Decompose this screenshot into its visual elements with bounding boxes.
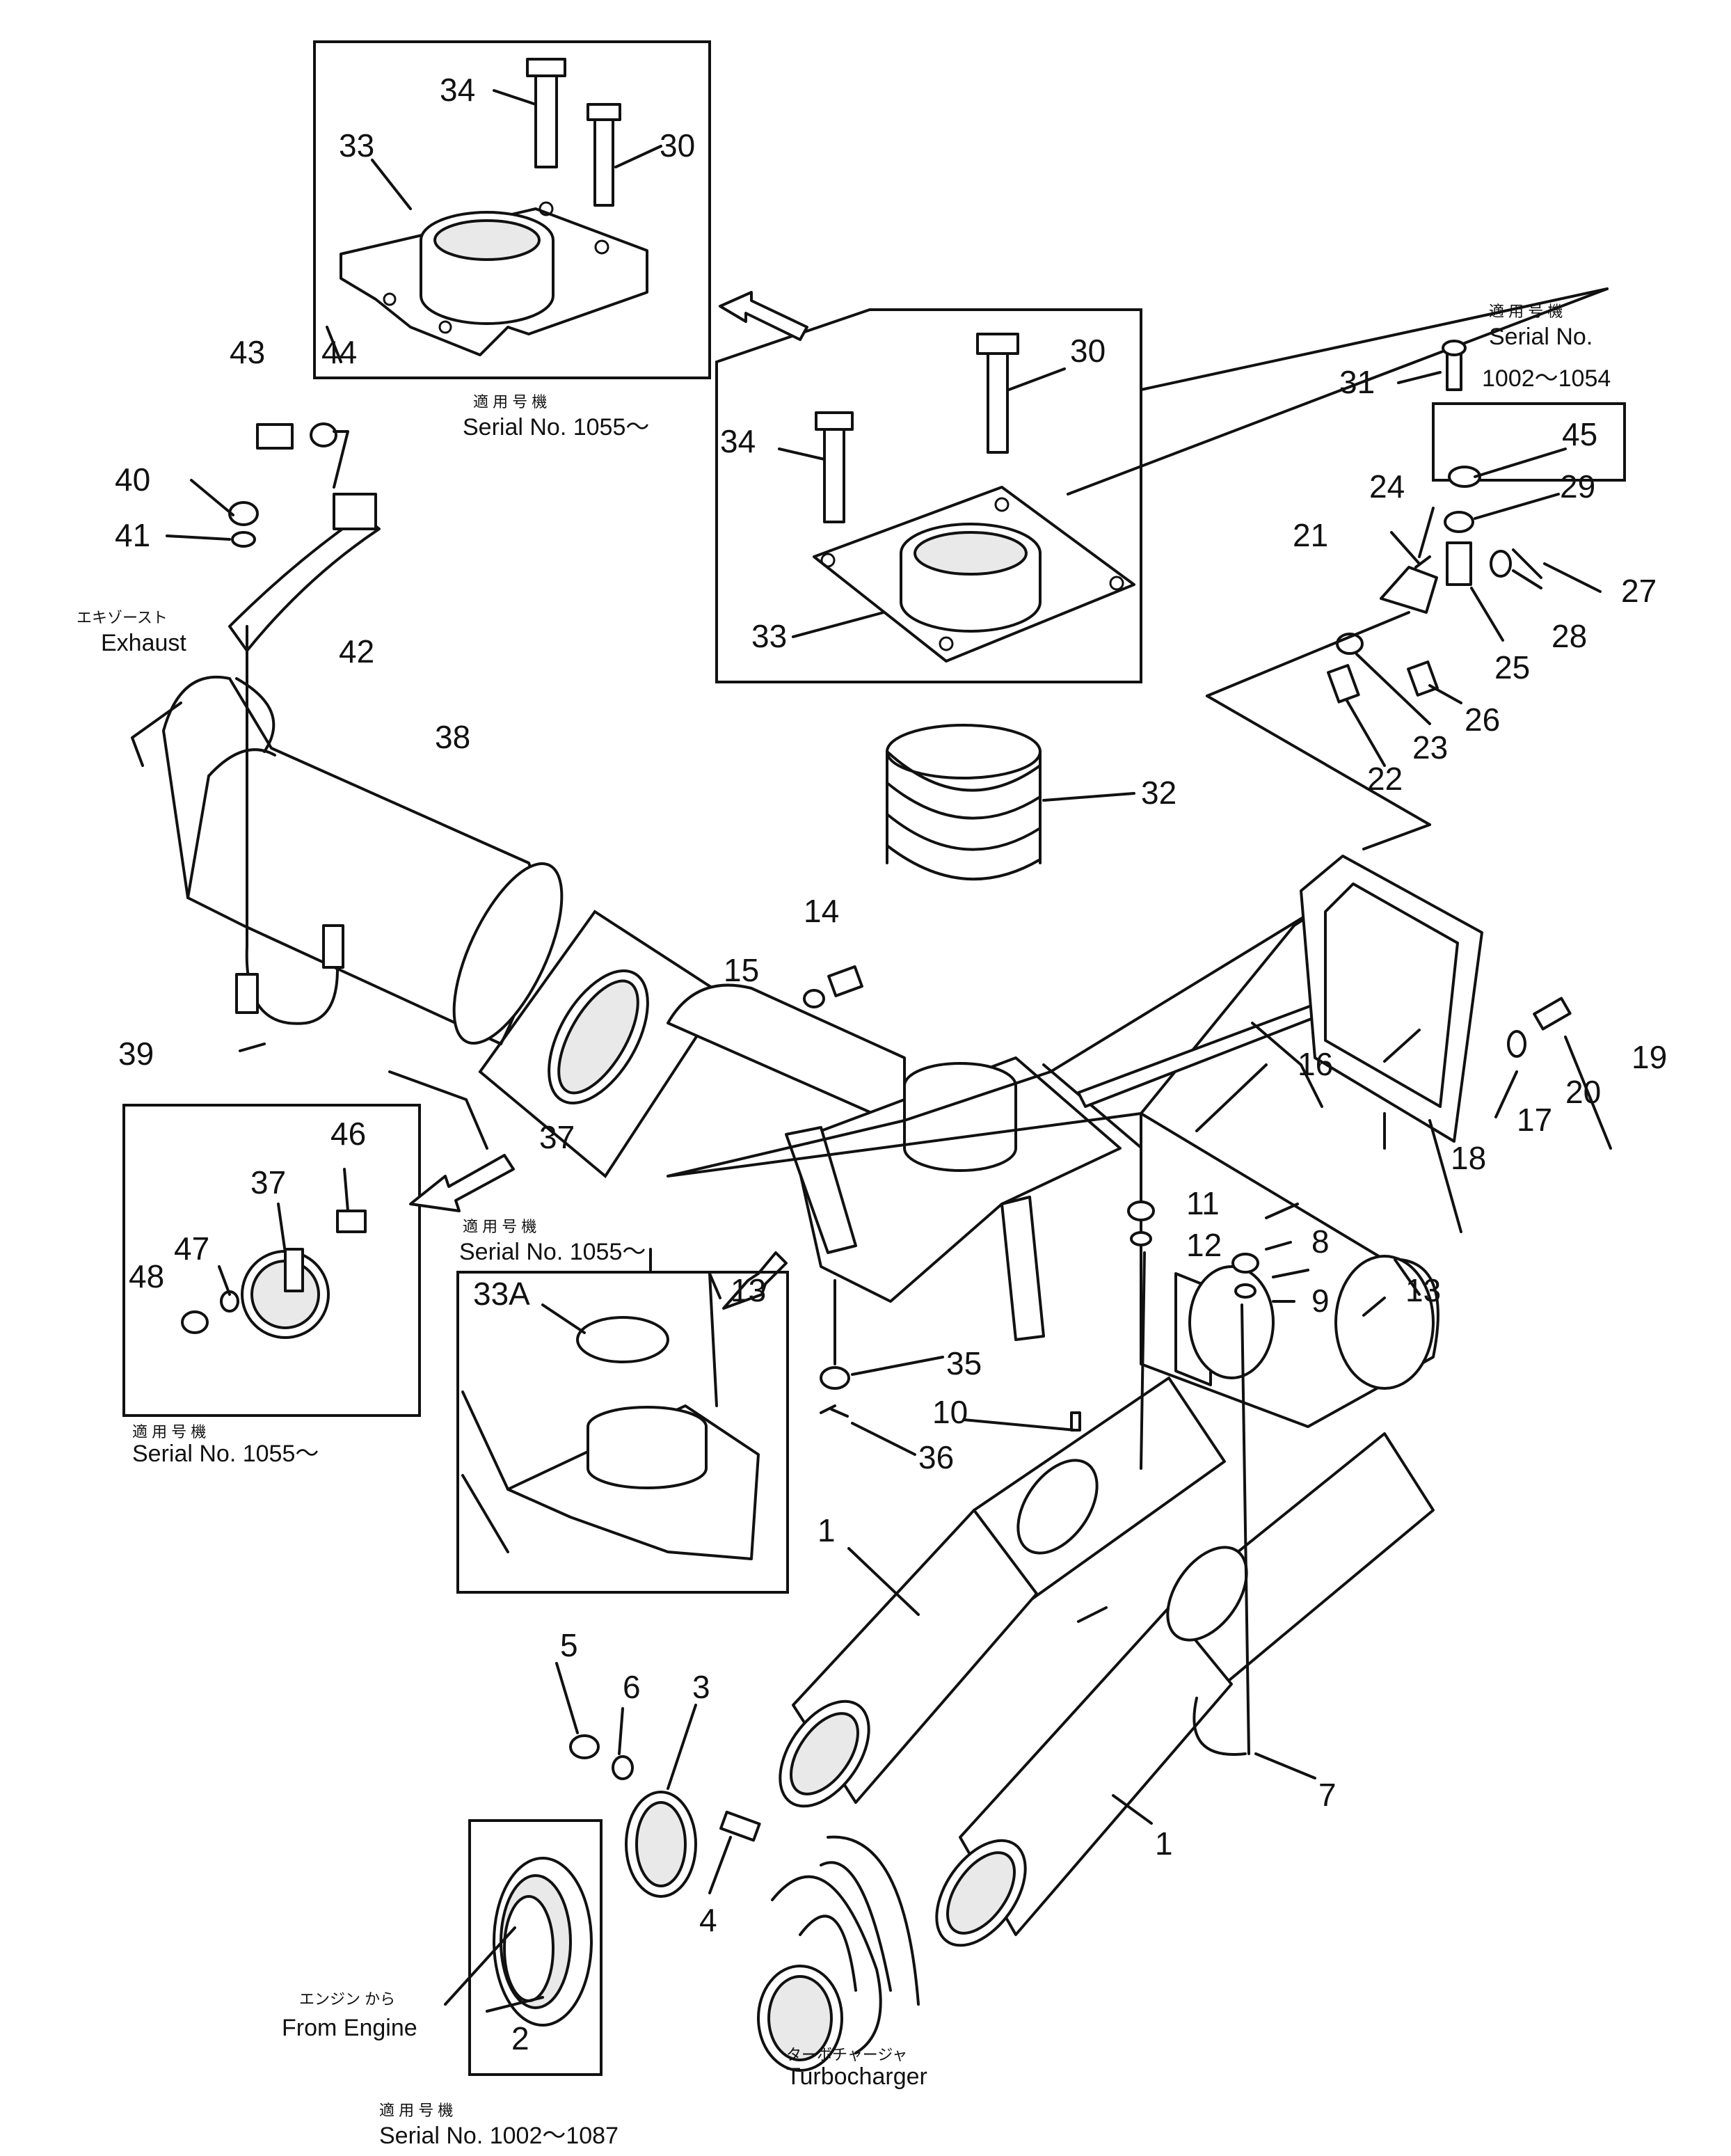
callout-9: 9 xyxy=(1311,1283,1330,1319)
serial-top-right-jp: 適 用 号 機 xyxy=(1489,303,1563,320)
callout-33A: 33A xyxy=(473,1276,530,1312)
callout-39: 39 xyxy=(118,1036,154,1072)
leader-lines xyxy=(131,89,1612,2013)
callout-22: 22 xyxy=(1367,761,1403,797)
callout-43: 43 xyxy=(230,334,265,370)
clamp-42 xyxy=(228,422,381,948)
callout-25: 25 xyxy=(1494,649,1530,685)
exhaust-pipe-38 xyxy=(162,675,564,1045)
serial-bottom: Serial No. 1002～1087 xyxy=(379,2123,619,2149)
inset-center-flange xyxy=(715,308,1142,683)
callout-19: 19 xyxy=(1632,1039,1667,1075)
callout-28: 28 xyxy=(1551,618,1587,654)
from-engine-label: From Engine xyxy=(282,2015,417,2041)
serial-top: Serial No. 1055～ xyxy=(463,414,649,441)
silencer-body xyxy=(667,879,1365,1341)
callout-29: 29 xyxy=(1560,468,1595,505)
callout-30: 30 xyxy=(1070,333,1106,369)
callout-37: 37 xyxy=(539,1119,575,1155)
serial-top-jp: 適 用 号 機 xyxy=(473,393,547,411)
inset-middle-33A xyxy=(456,1271,789,1594)
captions: 適 用 号 機 Serial No. 1055～ 適 用 号 機 Serial … xyxy=(77,303,1611,2149)
callout-24: 24 xyxy=(1369,468,1405,505)
callout-45: 45 xyxy=(1562,416,1597,452)
serial-mid: Serial No. 1055～ xyxy=(459,1239,646,1265)
callout-33: 33 xyxy=(751,618,787,654)
turbo-jp: ターボチャージャ xyxy=(786,2046,907,2063)
callout-1: 1 xyxy=(1155,1825,1173,1862)
callout-21: 21 xyxy=(1293,517,1328,553)
cover-plate-18 xyxy=(1300,855,1572,1143)
callout-2: 2 xyxy=(511,2020,529,2056)
callout-26: 26 xyxy=(1465,702,1500,738)
callout-47: 47 xyxy=(174,1230,209,1267)
clamp-3 xyxy=(569,1734,761,1898)
serial-left: Serial No. 1055～ xyxy=(132,1441,319,1467)
callout-38: 38 xyxy=(435,719,470,755)
callout-41: 41 xyxy=(115,517,150,553)
serial-top-right: Serial No. xyxy=(1489,324,1593,350)
serial-top-right-range: 1002～1054 xyxy=(1482,365,1611,392)
callout-11: 11 xyxy=(1186,1185,1220,1221)
bellows-32 xyxy=(886,724,1042,881)
turbocharger-outline xyxy=(757,1835,920,2072)
callout-13: 13 xyxy=(1405,1272,1441,1308)
inset-top-flange xyxy=(313,40,711,379)
callout-44: 44 xyxy=(321,334,357,370)
exhaust-label: Exhaust xyxy=(101,630,186,656)
callout-33: 33 xyxy=(339,127,374,164)
callout-42: 42 xyxy=(339,633,374,669)
callout-8: 8 xyxy=(1311,1223,1330,1260)
callout-32: 32 xyxy=(1141,775,1176,811)
exhaust-jp: エキゾースト xyxy=(77,609,168,626)
callout-15: 15 xyxy=(724,952,759,988)
rod-16 xyxy=(1077,1004,1320,1108)
turbocharger-label: Turbocharger xyxy=(786,2063,927,2090)
callout-36: 36 xyxy=(918,1439,954,1475)
callout-numbers: 34 30 33 30 34 33 31 45 29 24 21 27 28 2… xyxy=(115,72,1667,2056)
callout-40: 40 xyxy=(115,461,150,498)
callout-7: 7 xyxy=(1318,1777,1337,1813)
callout-14: 14 xyxy=(804,893,839,929)
callout-35: 35 xyxy=(946,1345,982,1381)
callout-10: 10 xyxy=(932,1394,968,1430)
callout-31: 31 xyxy=(1339,364,1375,400)
serial-left-jp: 適 用 号 機 xyxy=(132,1423,206,1441)
callout-6: 6 xyxy=(623,1669,641,1705)
callout-4: 4 xyxy=(699,1902,717,1938)
callout-13: 13 xyxy=(731,1272,766,1308)
callout-27: 27 xyxy=(1621,573,1657,609)
callout-12: 12 xyxy=(1186,1227,1222,1263)
callout-48: 48 xyxy=(129,1258,164,1294)
callout-3: 3 xyxy=(692,1669,710,1705)
u-bolt-39 xyxy=(235,924,344,1025)
callout-46: 46 xyxy=(330,1116,366,1152)
callout-23: 23 xyxy=(1412,729,1448,766)
engine-jp: エンジン から xyxy=(299,1990,395,2008)
callout-30: 30 xyxy=(660,127,695,164)
callout-34: 34 xyxy=(720,423,756,459)
callout-17: 17 xyxy=(1517,1102,1552,1138)
serial-mid-jp: 適 用 号 機 xyxy=(463,1218,536,1235)
callout-1: 1 xyxy=(817,1512,836,1548)
callout-20: 20 xyxy=(1565,1074,1601,1110)
callout-5: 5 xyxy=(560,1627,578,1663)
callout-16: 16 xyxy=(1298,1046,1333,1082)
pipe-assembly-13 xyxy=(779,1112,1439,1947)
callout-34: 34 xyxy=(440,72,475,108)
inset-gasket-2 xyxy=(468,1819,603,2076)
callout-37: 37 xyxy=(250,1164,286,1200)
serial-bottom-jp: 適 用 号 機 xyxy=(379,2102,453,2119)
callout-18: 18 xyxy=(1451,1140,1486,1176)
inset-left-clamp xyxy=(122,1104,421,1417)
